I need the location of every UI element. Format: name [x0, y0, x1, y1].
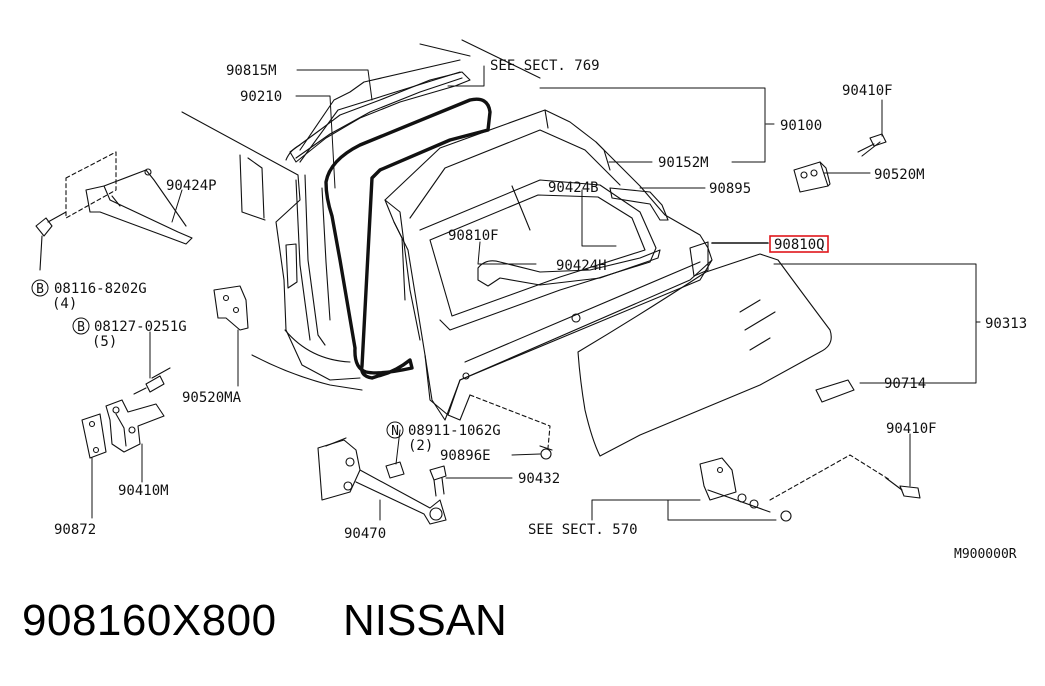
- bracket-90520ma: [213, 285, 249, 331]
- bolt-90410f-top: [857, 133, 887, 157]
- circle-b-1: B: [31, 279, 49, 297]
- lower-hinge-90410m: [105, 399, 165, 453]
- bushing-08911: [385, 461, 405, 479]
- vehicle-body: [181, 39, 541, 391]
- label-90815m[interactable]: 90815M: [226, 63, 277, 79]
- label-see-sect-570[interactable]: SEE SECT. 570: [528, 522, 638, 538]
- label-90410m[interactable]: 90410M: [118, 483, 169, 499]
- label-90410f-top[interactable]: 90410F: [842, 83, 893, 99]
- label-90410f-bottom[interactable]: 90410F: [886, 421, 937, 437]
- circle-n: N: [386, 421, 404, 439]
- label-90520m[interactable]: 90520M: [874, 167, 925, 183]
- highlight-box-90810q: [769, 235, 829, 253]
- label-08911[interactable]: 08911-1062G: [408, 423, 501, 439]
- brand-name: NISSAN: [343, 596, 507, 645]
- label-see-sect-769[interactable]: SEE SECT. 769: [490, 58, 600, 74]
- cap-90714: [815, 379, 855, 403]
- label-90210[interactable]: 90210: [240, 89, 282, 105]
- bolt-08116: [35, 211, 67, 271]
- label-90313[interactable]: 90313: [985, 316, 1027, 332]
- molding-90895: [609, 187, 669, 221]
- bolt-90410f-bottom: [885, 477, 921, 499]
- inner-molding-90810f: [477, 249, 661, 287]
- clip-90896e: [539, 445, 553, 460]
- dashed-connector: [469, 394, 551, 449]
- label-90470[interactable]: 90470: [344, 526, 386, 542]
- label-90424b[interactable]: 90424B: [548, 180, 599, 196]
- leader-lines: [91, 65, 981, 521]
- label-90810f[interactable]: 90810F: [448, 228, 499, 244]
- label-90896e[interactable]: 90896E: [440, 448, 491, 464]
- svg-text:B: B: [36, 282, 44, 297]
- label-90432[interactable]: 90432: [518, 471, 560, 487]
- svg-text:N: N: [391, 424, 399, 439]
- bracket-90520m: [793, 161, 831, 193]
- bolt-08127: [133, 367, 171, 395]
- label-08911-qty: (2): [408, 438, 433, 454]
- label-90152m[interactable]: 90152M: [658, 155, 709, 171]
- hinge-box-outline: [65, 151, 117, 219]
- rear-glass-90313: [577, 253, 832, 457]
- label-90520ma[interactable]: 90520MA: [182, 390, 242, 406]
- label-90424p[interactable]: 90424P: [166, 178, 217, 194]
- label-08116[interactable]: 08116-8202G: [54, 281, 147, 297]
- label-08127-qty: (5): [92, 334, 117, 350]
- plate-90872: [81, 413, 107, 459]
- diagram-reference-code: M900000R: [954, 547, 1017, 562]
- weatherstrip-90210: [324, 97, 492, 380]
- ball-stud-90432: [429, 465, 447, 497]
- label-90810q[interactable]: 90810Q: [774, 237, 825, 253]
- top-molding-90815m: [289, 71, 471, 163]
- label-90100[interactable]: 90100: [780, 118, 822, 134]
- hinge-sect-570: [699, 457, 792, 522]
- label-90714[interactable]: 90714: [884, 376, 926, 392]
- back-door-panel-90100: [384, 109, 713, 421]
- svg-text:B: B: [77, 320, 85, 335]
- label-90895[interactable]: 90895: [709, 181, 751, 197]
- label-08127[interactable]: 08127-0251G: [94, 319, 187, 335]
- hinge-90424p: [85, 168, 193, 245]
- circle-b-2: B: [72, 317, 90, 335]
- part-number-title: 908160X800: [22, 596, 277, 645]
- label-90424h[interactable]: 90424H: [556, 258, 607, 274]
- label-90872[interactable]: 90872: [54, 522, 96, 538]
- stay-90470: [317, 437, 447, 525]
- dashed-connector-2: [769, 454, 891, 501]
- label-08116-qty: (4): [52, 296, 77, 312]
